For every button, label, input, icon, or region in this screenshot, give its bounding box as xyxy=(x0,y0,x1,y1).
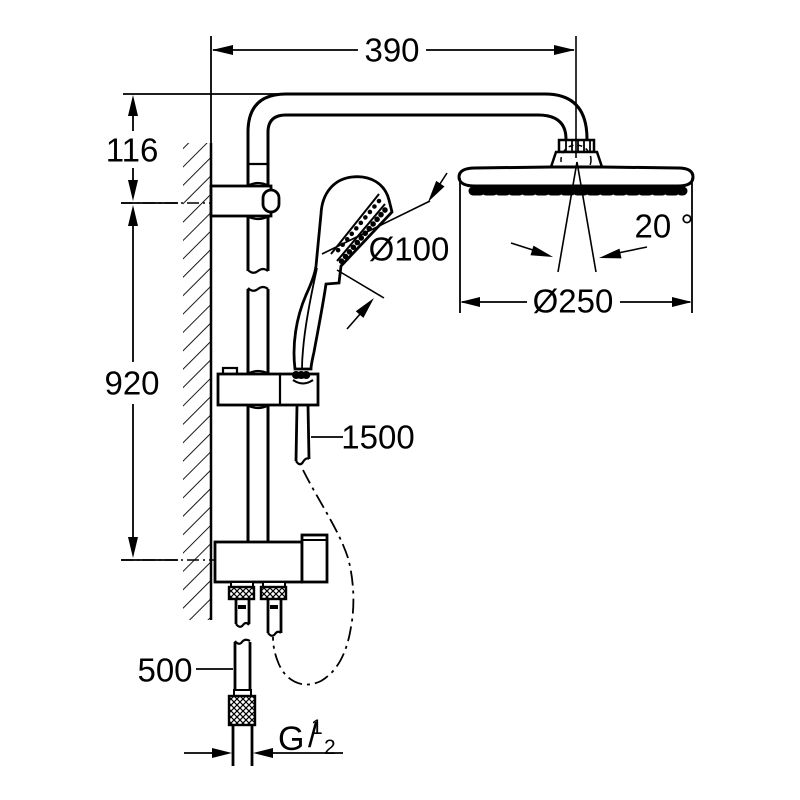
wall-bracket-top xyxy=(209,181,281,221)
knurled-nut-left xyxy=(227,585,256,601)
thread-denominator: 2 xyxy=(324,736,336,759)
dim-250-label: Ø250 xyxy=(532,282,614,320)
leader-lines xyxy=(196,436,343,670)
rail-break-upper xyxy=(247,267,269,274)
thread-prefix: G xyxy=(278,720,305,758)
glide-bracket xyxy=(216,366,320,410)
shower-rail xyxy=(246,132,270,542)
ball-joint-hidden-circle xyxy=(560,144,592,176)
dimension-100 xyxy=(321,172,448,330)
dim-thread-label: G 1 / 2 xyxy=(278,716,358,764)
rail-break-lower xyxy=(247,285,269,292)
dim-390-label: 390 xyxy=(364,31,420,69)
hand-shower-spray-dots xyxy=(337,207,388,266)
head-shower-plate xyxy=(457,165,695,188)
dim-116-label: 116 xyxy=(105,131,159,169)
dimension-116 xyxy=(121,93,290,204)
head-shower xyxy=(457,138,695,196)
dim-500-label: 500 xyxy=(137,651,193,689)
thread-numerator: 1 xyxy=(311,716,323,739)
hose-loop-hidden xyxy=(272,469,355,686)
dimension-angle-20 xyxy=(510,36,648,273)
dim-angle-label: 20 ° xyxy=(634,207,694,245)
shower-hose xyxy=(272,404,355,686)
dim-920-label: 920 xyxy=(104,364,160,402)
dim-1500-label: 1500 xyxy=(341,418,415,456)
dim-100-label: Ø100 xyxy=(368,230,450,268)
shower-arm xyxy=(246,92,589,140)
bottom-bracket xyxy=(213,533,329,601)
hand-shower xyxy=(292,175,394,371)
dimension-thread xyxy=(184,748,343,758)
thread-slash: / xyxy=(308,717,318,755)
dimension-390 xyxy=(210,36,575,143)
dimension-250 xyxy=(459,178,693,313)
supply-pipes xyxy=(227,599,283,766)
dimension-920 xyxy=(121,205,178,561)
coupling-nut xyxy=(227,694,257,727)
knurled-nut-right xyxy=(259,585,288,601)
wall-hatch xyxy=(183,143,213,620)
